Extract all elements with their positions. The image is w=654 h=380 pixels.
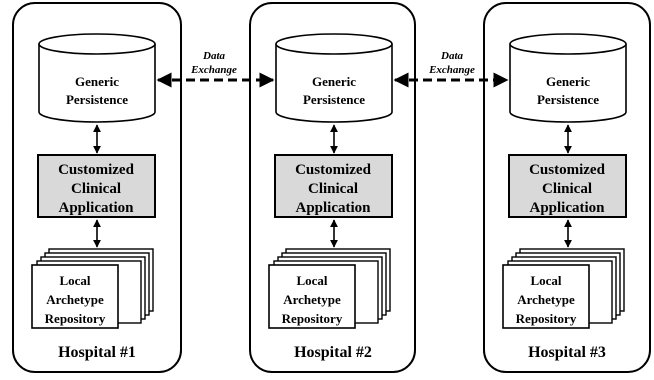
data-exchange-2: Data Exchange — [393, 50, 509, 88]
hospital-2-title: Hospital #2 — [294, 344, 372, 361]
hospital-2-repository-stack: Local Archetype Repository — [268, 248, 391, 329]
data-exchange-1-line-2: Exchange — [190, 64, 237, 76]
hospital-3-application-line-2: Clinical — [542, 181, 592, 197]
hospital-3-application-box: Customized Clinical Application — [508, 154, 627, 218]
hospital-2-panel: Generic Persistence Customized Clinical … — [249, 2, 416, 373]
hospital-2-application-line-1: Customized — [295, 162, 371, 178]
hospital-1-panel: Generic Persistence Customized Clinical … — [12, 2, 182, 373]
hospital-3-title: Hospital #3 — [528, 344, 606, 361]
hospital-3-application-line-1: Customized — [529, 162, 605, 178]
hospital-1-repository-line-1: Local — [59, 273, 90, 288]
hospital-3-repository-stack: Local Archetype Repository — [502, 248, 625, 329]
hospital-3-repository-line-1: Local — [530, 273, 561, 288]
hospital-2-persistence-line-1: Generic — [312, 74, 356, 89]
hospital-2-repository-line-3: Repository — [282, 311, 343, 326]
hospital-3-repository-line-2: Archetype — [517, 292, 575, 307]
hospital-1-title: Hospital #1 — [58, 344, 136, 361]
hospital-1-repository-stack: Local Archetype Repository — [31, 248, 154, 329]
hospital-2-application-box: Customized Clinical Application — [274, 154, 393, 218]
hospital-1-persistence-line-1: Generic — [75, 74, 119, 89]
hospital-2-repository-line-1: Local — [296, 273, 327, 288]
data-exchange-1: Data Exchange — [156, 50, 275, 88]
hospital-1-repository-line-3: Repository — [45, 311, 106, 326]
hospital-3-application-line-3: Application — [529, 200, 605, 216]
hospital-1-application-box: Customized Clinical Application — [37, 154, 156, 218]
hospital-3-persistence-cylinder: Generic Persistence — [509, 33, 627, 123]
hospital-2-persistence-line-2: Persistence — [303, 92, 365, 107]
data-exchange-2-line-2: Exchange — [428, 64, 475, 76]
hospital-3-persistence-line-1: Generic — [546, 74, 590, 89]
hospital-3-repository-line-3: Repository — [516, 311, 577, 326]
hospital-1-persistence-cylinder: Generic Persistence — [38, 33, 156, 123]
hospital-1-repository-line-2: Archetype — [46, 292, 104, 307]
hospital-2-repository-line-2: Archetype — [283, 292, 341, 307]
hospital-3-persistence-line-2: Persistence — [537, 92, 599, 107]
hospital-1-application-line-3: Application — [58, 200, 134, 216]
data-exchange-2-line-1: Data — [440, 50, 464, 62]
hospital-2-application-line-2: Clinical — [308, 181, 358, 197]
hospital-1-application-line-2: Clinical — [71, 181, 121, 197]
hospital-2-persistence-cylinder: Generic Persistence — [275, 33, 393, 123]
data-exchange-1-line-1: Data — [202, 50, 226, 62]
hospital-1-application-line-1: Customized — [58, 162, 134, 178]
hospital-2-application-line-3: Application — [295, 200, 371, 216]
hospital-1-persistence-line-2: Persistence — [66, 92, 128, 107]
hospital-3-panel: Generic Persistence Customized Clinical … — [483, 2, 651, 373]
